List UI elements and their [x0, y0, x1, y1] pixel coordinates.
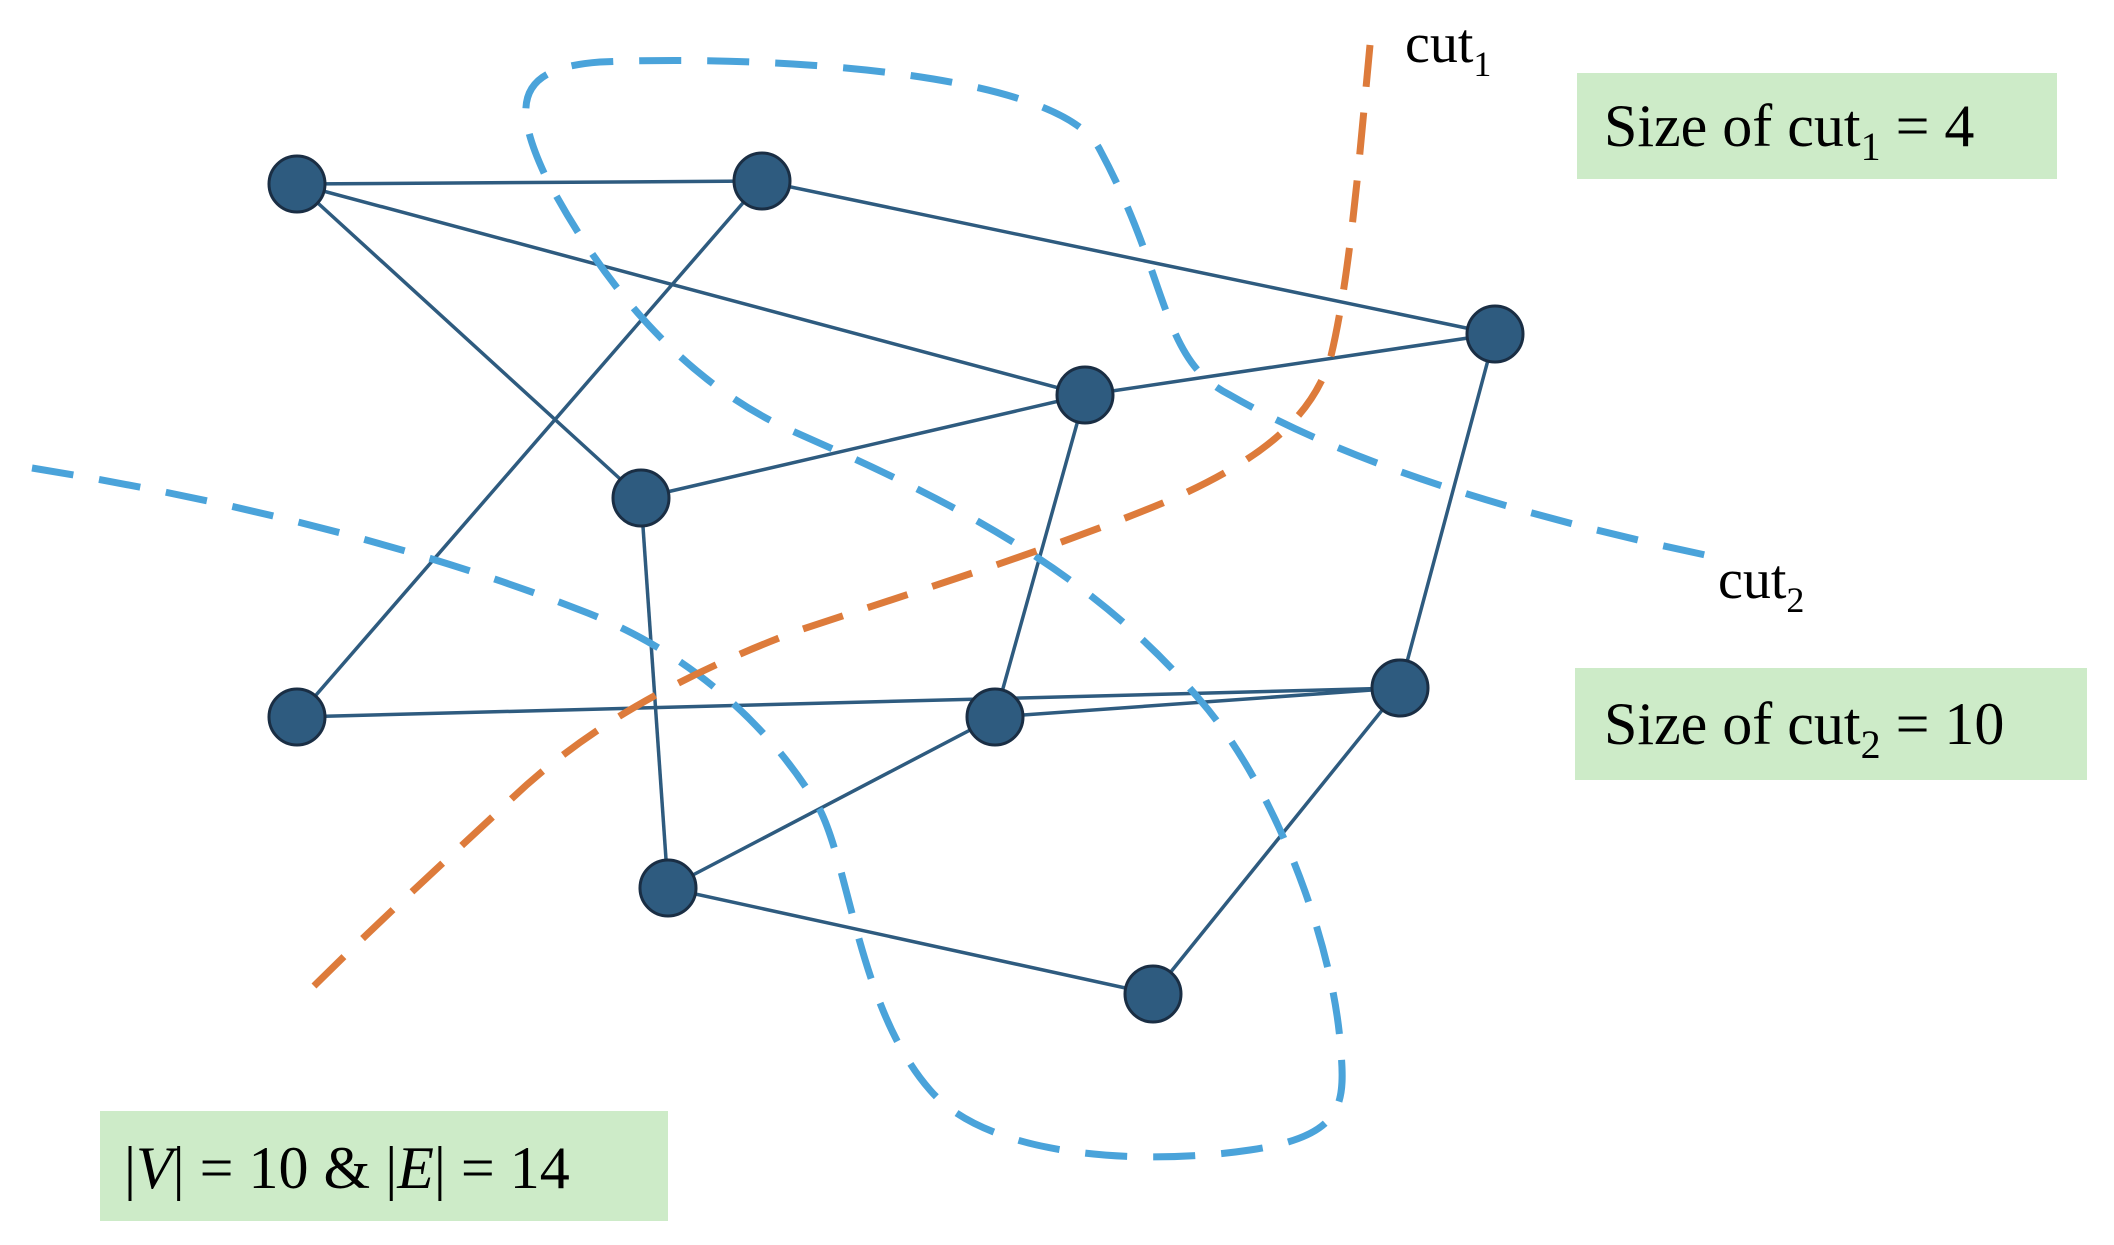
- graph-size-v: V: [136, 1135, 179, 1201]
- cut2-size-box: [1575, 668, 2087, 780]
- graph-node-n8: [1370, 658, 1430, 718]
- graph-size-p3: | = 14: [434, 1135, 570, 1201]
- edge-n1-n5: [295, 182, 643, 500]
- cut2-size-prefix: Size of cut: [1604, 691, 1861, 757]
- graph-node-n5: [611, 468, 671, 528]
- graph-node-n7: [965, 687, 1025, 747]
- edge-n4-n5: [640, 393, 1086, 500]
- cut2-label-base: cut: [1718, 549, 1787, 611]
- cut1-size-sub: 1: [1861, 124, 1881, 169]
- graph-node-n2: [732, 151, 792, 211]
- edge-n2-n6: [295, 179, 764, 719]
- cut1-label: cut1: [1405, 13, 1491, 84]
- edge-n6-n8: [296, 686, 1401, 719]
- cut2-curve: [31, 56, 1711, 1161]
- cut1-size-suffix: = 4: [1881, 93, 1975, 159]
- graph-node-n6: [267, 687, 327, 747]
- edge-n3-n4: [1084, 332, 1496, 397]
- cut2-size-text: Size of cut2 = 10: [1604, 691, 2004, 767]
- graph-size-box: [100, 1111, 668, 1221]
- edge-n3-n8: [1398, 333, 1497, 689]
- edge-n7-n8: [994, 686, 1401, 719]
- edge-n8-n10: [1151, 686, 1402, 996]
- cut1-label-base: cut: [1405, 13, 1474, 75]
- graph-node-n3: [1465, 304, 1525, 364]
- cut2-size-sub: 2: [1861, 722, 1881, 767]
- graph-node-n10: [1123, 964, 1183, 1024]
- graph-node-n1: [267, 154, 327, 214]
- edge-n1-n4: [296, 182, 1086, 397]
- graph-size-e: E: [396, 1135, 434, 1201]
- edge-n2-n3: [761, 179, 1496, 336]
- edge-n9-n10: [667, 886, 1154, 996]
- cut1-size-prefix: Size of cut: [1604, 93, 1861, 159]
- graph-size-text: |V| = 10 & |E| = 14: [124, 1135, 570, 1201]
- cut2-label: cut2: [1718, 549, 1804, 620]
- edge-n7-n9: [667, 715, 996, 890]
- graph-node-n9: [638, 858, 698, 918]
- graph-size-p2: | = 10 & |: [173, 1135, 398, 1201]
- cut2-size-suffix: = 10: [1881, 691, 2005, 757]
- edge-n5-n9: [639, 497, 670, 889]
- edge-group: [295, 179, 1497, 996]
- cut1-curve: [307, 44, 1374, 993]
- edge-n1-n2: [296, 179, 763, 186]
- cut1-size-box: [1577, 73, 2057, 179]
- cut1-size-text: Size of cut1 = 4: [1604, 93, 1974, 169]
- graph-node-n4: [1055, 365, 1115, 425]
- cut1-label-sub: 1: [1473, 44, 1491, 84]
- cut2-label-sub: 2: [1786, 580, 1804, 620]
- node-group: [267, 151, 1525, 1024]
- graph-size-p1: |: [124, 1135, 136, 1201]
